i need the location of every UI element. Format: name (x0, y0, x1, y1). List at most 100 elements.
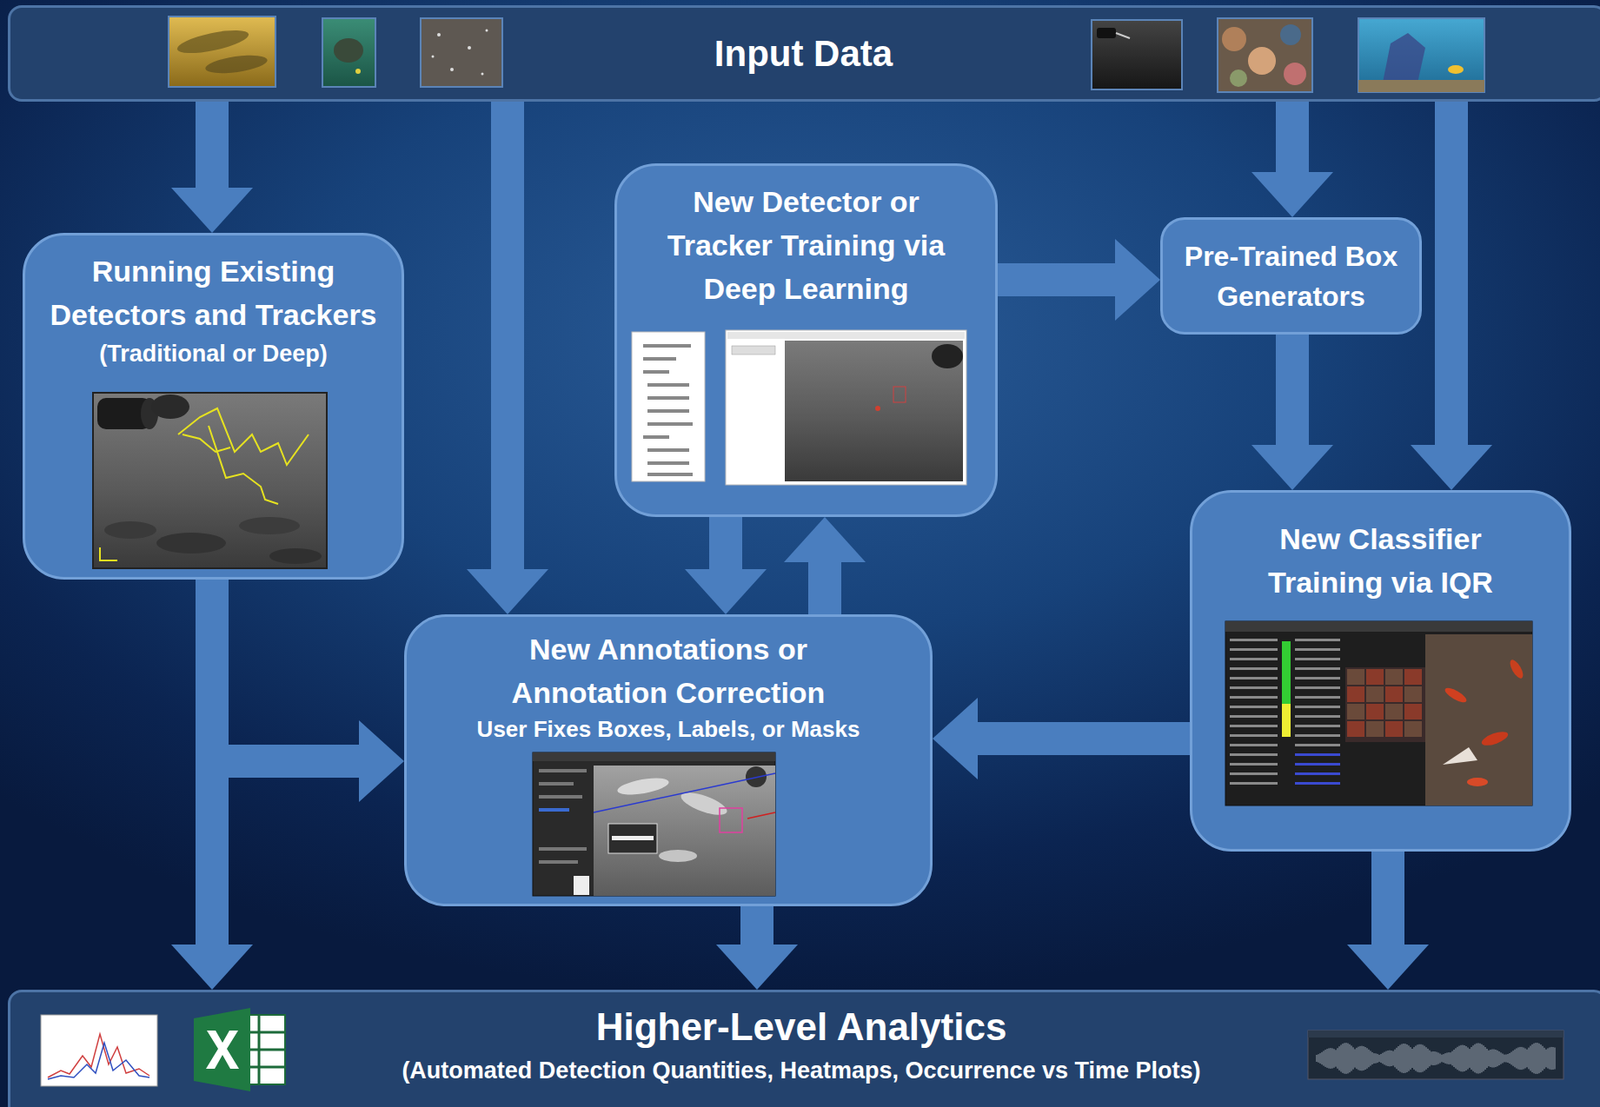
iqr-screenshot-part (1281, 703, 1291, 737)
arrow-head (932, 697, 978, 780)
iqr-screenshot-part (1442, 685, 1468, 706)
block-arrow (466, 101, 549, 615)
iqr-screenshot-part (1404, 686, 1422, 703)
spreadsheet-icon-part (258, 1015, 261, 1085)
iqr-screenshot-part (1294, 638, 1341, 642)
iqr-screenshot (1225, 621, 1533, 806)
file-tree-screenshot-part (647, 383, 690, 387)
thumbnail-reef-part (1358, 79, 1485, 93)
thumbnail-seafloor-part (485, 29, 489, 33)
iqr-screenshot-part (1294, 696, 1341, 699)
file-tree-screenshot (631, 331, 705, 482)
process-box: New Detector or Tracker Training via Dee… (614, 163, 998, 518)
process-box: Pre-Trained Box Generators (1160, 217, 1422, 335)
arrow-shaft (1275, 101, 1309, 173)
iqr-screenshot-part (1229, 782, 1278, 785)
annotation-gui-screenshot-part (538, 808, 570, 812)
thumbnail-reef-part (1358, 18, 1485, 93)
annotation-tool-screenshot-part (784, 340, 963, 482)
timeline-thumbnail-part (1307, 1030, 1564, 1038)
iqr-screenshot-part (1425, 634, 1533, 806)
arrow-shaft (195, 579, 229, 945)
spreadsheet-icon-part (232, 1048, 286, 1052)
thumbnail-coral-part (1217, 18, 1313, 93)
arrow-head (171, 944, 253, 990)
iqr-screenshot-part (1229, 753, 1278, 757)
annotation-tool-screenshot-part (875, 405, 881, 412)
thumbnail-camera-part (1091, 19, 1182, 90)
annotation-gui-screenshot-part (532, 752, 776, 762)
annotation-tool-screenshot-part (893, 386, 906, 403)
thumbnail-seafloor-part (481, 73, 485, 76)
annotation-gui-screenshot-part (573, 876, 590, 896)
thumbnail-fish (168, 16, 276, 87)
annotation-gui-screenshot-part (719, 808, 743, 833)
arrow-shaft (1275, 334, 1309, 445)
file-tree-screenshot-part (647, 409, 690, 413)
iqr-screenshot-part (1229, 667, 1278, 671)
iqr-screenshot-part (1345, 667, 1428, 743)
tracker-screenshot (92, 392, 327, 569)
annotation-gui-screenshot-part (611, 836, 654, 841)
iqr-screenshot-part (1294, 734, 1341, 737)
timeline-thumbnail (1307, 1030, 1564, 1080)
iqr-screenshot-part (1294, 657, 1341, 661)
plot-thumbnail (40, 1015, 158, 1087)
iqr-screenshot-part (1404, 721, 1422, 737)
arrow-shaft (740, 906, 774, 945)
arrow-head (783, 517, 866, 563)
tracker-screenshot-part (99, 547, 118, 561)
annotation-gui-screenshot-part (538, 769, 587, 773)
iqr-screenshot-part (1347, 686, 1365, 703)
iqr-screenshot-part (1294, 677, 1341, 680)
iqr-screenshot-part (1404, 703, 1422, 720)
iqr-screenshot-part (1467, 777, 1488, 787)
iqr-screenshot-part (1347, 703, 1365, 720)
thumbnail-turtle-part (322, 18, 376, 87)
annotation-gui-screenshot-part (747, 812, 776, 819)
input-band: Input Data (7, 5, 1600, 102)
annotation-gui-screenshot-part (593, 773, 776, 813)
iqr-screenshot-part (1294, 705, 1341, 709)
tracker-screenshot-part (104, 521, 157, 539)
annotation-gui-screenshot-part (538, 795, 583, 799)
annotation-gui-screenshot (532, 752, 776, 897)
spreadsheet-icon-part (193, 1008, 251, 1092)
iqr-screenshot-part (1294, 715, 1341, 718)
block-arrow (1347, 851, 1429, 990)
iqr-screenshot-part (1294, 772, 1341, 776)
iqr-screenshot-part (1294, 782, 1341, 785)
annotation-gui-screenshot-part (658, 849, 698, 863)
tracker-screenshot-part (97, 398, 152, 430)
arrow-shaft (195, 101, 229, 188)
node-subtitle: (Traditional or Deep) (99, 338, 328, 370)
iqr-screenshot-part (1294, 753, 1341, 757)
arrow-head (358, 720, 405, 803)
arrow-shaft (1434, 101, 1468, 445)
thumbnail-seafloor-part (467, 46, 472, 50)
thumbnail-camera (1091, 19, 1182, 90)
thumbnail-fish-part (168, 16, 276, 87)
node-title: New Classifier Training via IQR (1224, 517, 1538, 605)
timeline-thumbnail-part (1316, 1042, 1555, 1075)
arrow-head (1251, 172, 1334, 218)
annotation-gui-screenshot-part (538, 860, 578, 864)
iqr-screenshot-part (1229, 705, 1278, 709)
block-arrow (171, 101, 253, 233)
thumbnail-coral-part (1221, 26, 1247, 52)
tracker-screenshot-part (151, 394, 190, 419)
iqr-screenshot-part (1294, 648, 1341, 651)
iqr-screenshot-part (1294, 686, 1341, 690)
arrow-head (684, 569, 767, 615)
file-tree-screenshot-part (647, 396, 690, 400)
block-arrow (932, 697, 1190, 780)
thumbnail-coral-part (1280, 24, 1302, 46)
arrow-shaft (808, 562, 842, 615)
tracker-screenshot-part (208, 425, 279, 505)
iqr-screenshot-part (1442, 747, 1478, 765)
thumbnail-coral-part (1229, 69, 1248, 87)
iqr-screenshot-part (1281, 641, 1291, 704)
arrow-head (171, 187, 253, 233)
arrow-head (1410, 444, 1493, 491)
iqr-screenshot-part (1229, 638, 1278, 642)
